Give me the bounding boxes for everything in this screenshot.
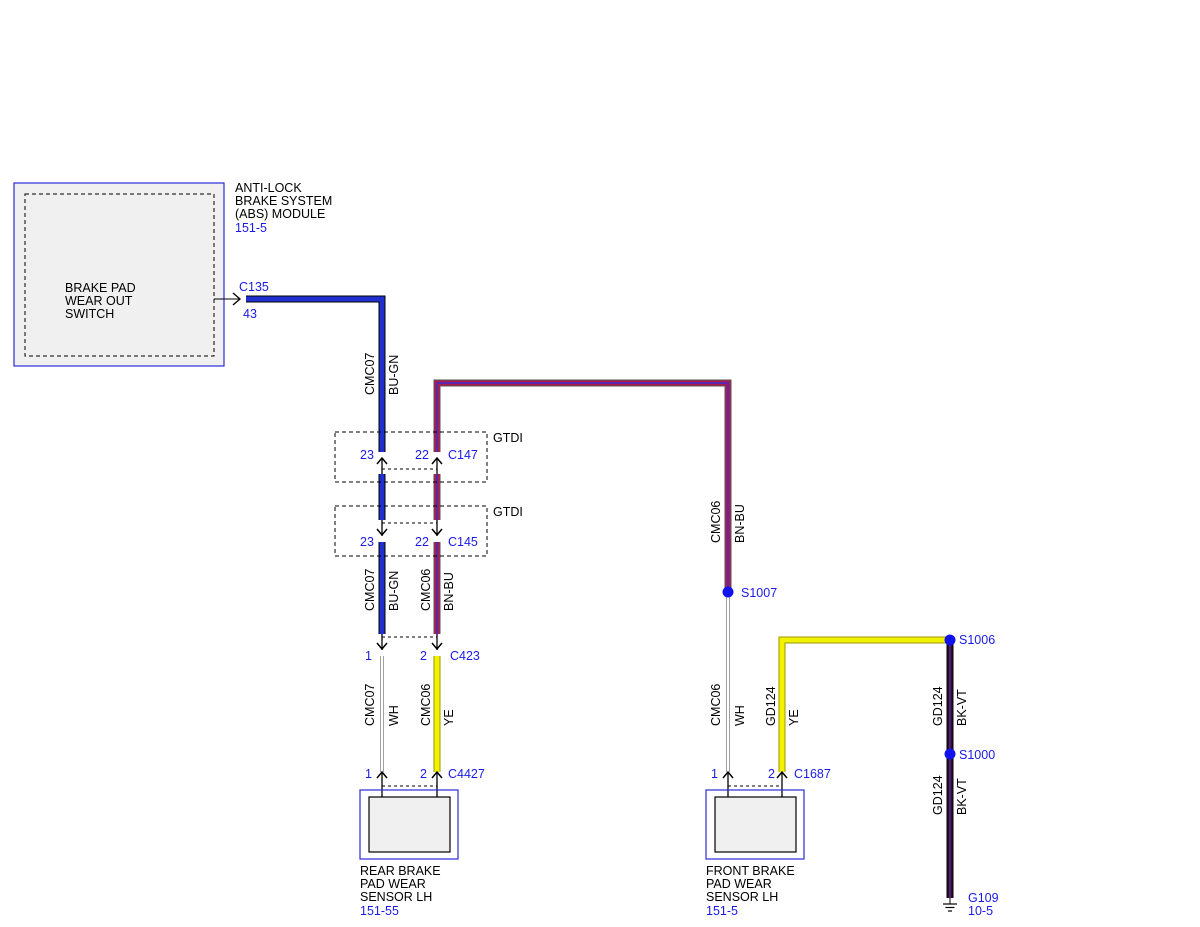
rear-sensor-name-line-3: SENSOR LH xyxy=(360,890,432,904)
rear-sensor-name-line-2: PAD WEAR xyxy=(360,877,426,891)
c4427-connector-label[interactable]: C4427 xyxy=(448,767,485,781)
front-sensor-name-line-1: FRONT BRAKE xyxy=(706,864,795,878)
connector-c1687[interactable] xyxy=(722,770,788,797)
c1687-connector-label[interactable]: C1687 xyxy=(794,767,831,781)
ground-g109-label[interactable]: G109 xyxy=(968,891,999,905)
connector-c147[interactable] xyxy=(334,431,488,483)
wire-label-gd124-bkvt-upper-color: BK-VT xyxy=(955,689,969,726)
c147-connector-label[interactable]: C147 xyxy=(448,448,478,462)
front-sensor-ref[interactable]: 151-5 xyxy=(706,904,738,918)
wire-label-gd124-ye-color: YE xyxy=(787,709,801,726)
c423-pin-1: 1 xyxy=(365,649,372,663)
splice-s1000-dot[interactable] xyxy=(944,748,956,760)
c1687-pin-2: 2 xyxy=(768,767,775,781)
wire-label-cmc07-upper-color: BU-GN xyxy=(387,355,401,395)
abs-module[interactable]: BRAKE PAD WEAR OUT SWITCH xyxy=(13,182,225,367)
connector-c145[interactable] xyxy=(334,505,488,557)
splice-s1007-label[interactable]: S1007 xyxy=(741,586,777,600)
c147-variant: GTDI xyxy=(493,431,523,445)
wire-label-cmc06-right-color: BN-BU xyxy=(733,504,747,543)
front-brake-pad-sensor[interactable] xyxy=(705,789,805,860)
rear-sensor-name-line-1: REAR BRAKE xyxy=(360,864,441,878)
wire-label-cmc07-wh-circuit: CMC07 xyxy=(363,684,377,726)
wire-label-cmc06-lower-circuit: CMC06 xyxy=(419,569,433,611)
splice-s1006-dot[interactable] xyxy=(944,634,956,646)
abs-internal-line-2: WEAR OUT xyxy=(65,294,133,308)
abs-module-name-line-2: BRAKE SYSTEM xyxy=(235,194,332,208)
wire-label-cmc06-wh-front-circuit: CMC06 xyxy=(709,684,723,726)
abs-module-box xyxy=(13,182,225,367)
wire-cmc07-bu-gn[interactable] xyxy=(246,295,386,634)
abs-module-name-line-1: ANTI-LOCK xyxy=(235,181,302,195)
rear-sensor-ref[interactable]: 151-55 xyxy=(360,904,399,918)
abs-internal-line-3: SWITCH xyxy=(65,307,114,321)
abs-internal-line-1: BRAKE PAD xyxy=(65,281,136,295)
c1687-pin-1: 1 xyxy=(711,767,718,781)
wire-label-gd124-bkvt-upper-circuit: GD124 xyxy=(931,686,945,726)
c145-variant: GTDI xyxy=(493,505,523,519)
wire-label-gd124-bkvt-lower-circuit: GD124 xyxy=(931,775,945,815)
c147-pin-23: 23 xyxy=(360,448,374,462)
front-sensor-name-line-2: PAD WEAR xyxy=(706,877,772,891)
wire-label-cmc07-lower-color: BU-GN xyxy=(387,571,401,611)
wire-label-cmc06-ye-color: YE xyxy=(442,709,456,726)
c147-pin-22: 22 xyxy=(415,448,429,462)
splice-s1000-label[interactable]: S1000 xyxy=(959,748,995,762)
wire-gd124-ye-front[interactable] xyxy=(778,636,950,772)
wire-cmc06-bn-bu[interactable] xyxy=(433,379,732,634)
abs-module-internal-outline xyxy=(24,193,215,357)
splice-s1007-dot[interactable] xyxy=(722,586,734,598)
rear-brake-pad-sensor[interactable] xyxy=(359,789,459,860)
c145-pin-22: 22 xyxy=(415,535,429,549)
connector-c423[interactable] xyxy=(376,634,443,651)
c423-connector-label[interactable]: C423 xyxy=(450,649,480,663)
c135-pin-number: 43 xyxy=(243,307,257,321)
c135-pin-arrow xyxy=(214,292,241,306)
c135-connector-label[interactable]: C135 xyxy=(239,280,269,294)
wire-label-gd124-bkvt-lower-color: BK-VT xyxy=(955,778,969,815)
wire-label-cmc06-ye-circuit: CMC06 xyxy=(419,684,433,726)
ground-ref[interactable]: 10-5 xyxy=(968,904,993,918)
wire-label-cmc07-wh-color: WH xyxy=(387,705,401,726)
splice-s1006-label[interactable]: S1006 xyxy=(959,633,995,647)
wire-label-cmc07-upper-circuit: CMC07 xyxy=(363,353,377,395)
wire-label-gd124-ye-circuit: GD124 xyxy=(764,686,778,726)
ground-symbol-icon xyxy=(943,898,957,912)
c423-pin-2: 2 xyxy=(420,649,427,663)
wire-label-cmc07-lower-circuit: CMC07 xyxy=(363,569,377,611)
wire-label-cmc06-lower-color: BN-BU xyxy=(442,572,456,611)
front-sensor-name-line-3: SENSOR LH xyxy=(706,890,778,904)
abs-module-ref[interactable]: 151-5 xyxy=(235,221,267,235)
abs-module-name-line-3: (ABS) MODULE xyxy=(235,207,325,221)
c4427-pin-1: 1 xyxy=(365,767,372,781)
c145-connector-label[interactable]: C145 xyxy=(448,535,478,549)
wire-label-cmc06-right-circuit: CMC06 xyxy=(709,501,723,543)
connector-c4427[interactable] xyxy=(376,770,443,797)
wire-label-cmc06-wh-front-color: WH xyxy=(733,705,747,726)
c4427-pin-2: 2 xyxy=(420,767,427,781)
c145-pin-23: 23 xyxy=(360,535,374,549)
